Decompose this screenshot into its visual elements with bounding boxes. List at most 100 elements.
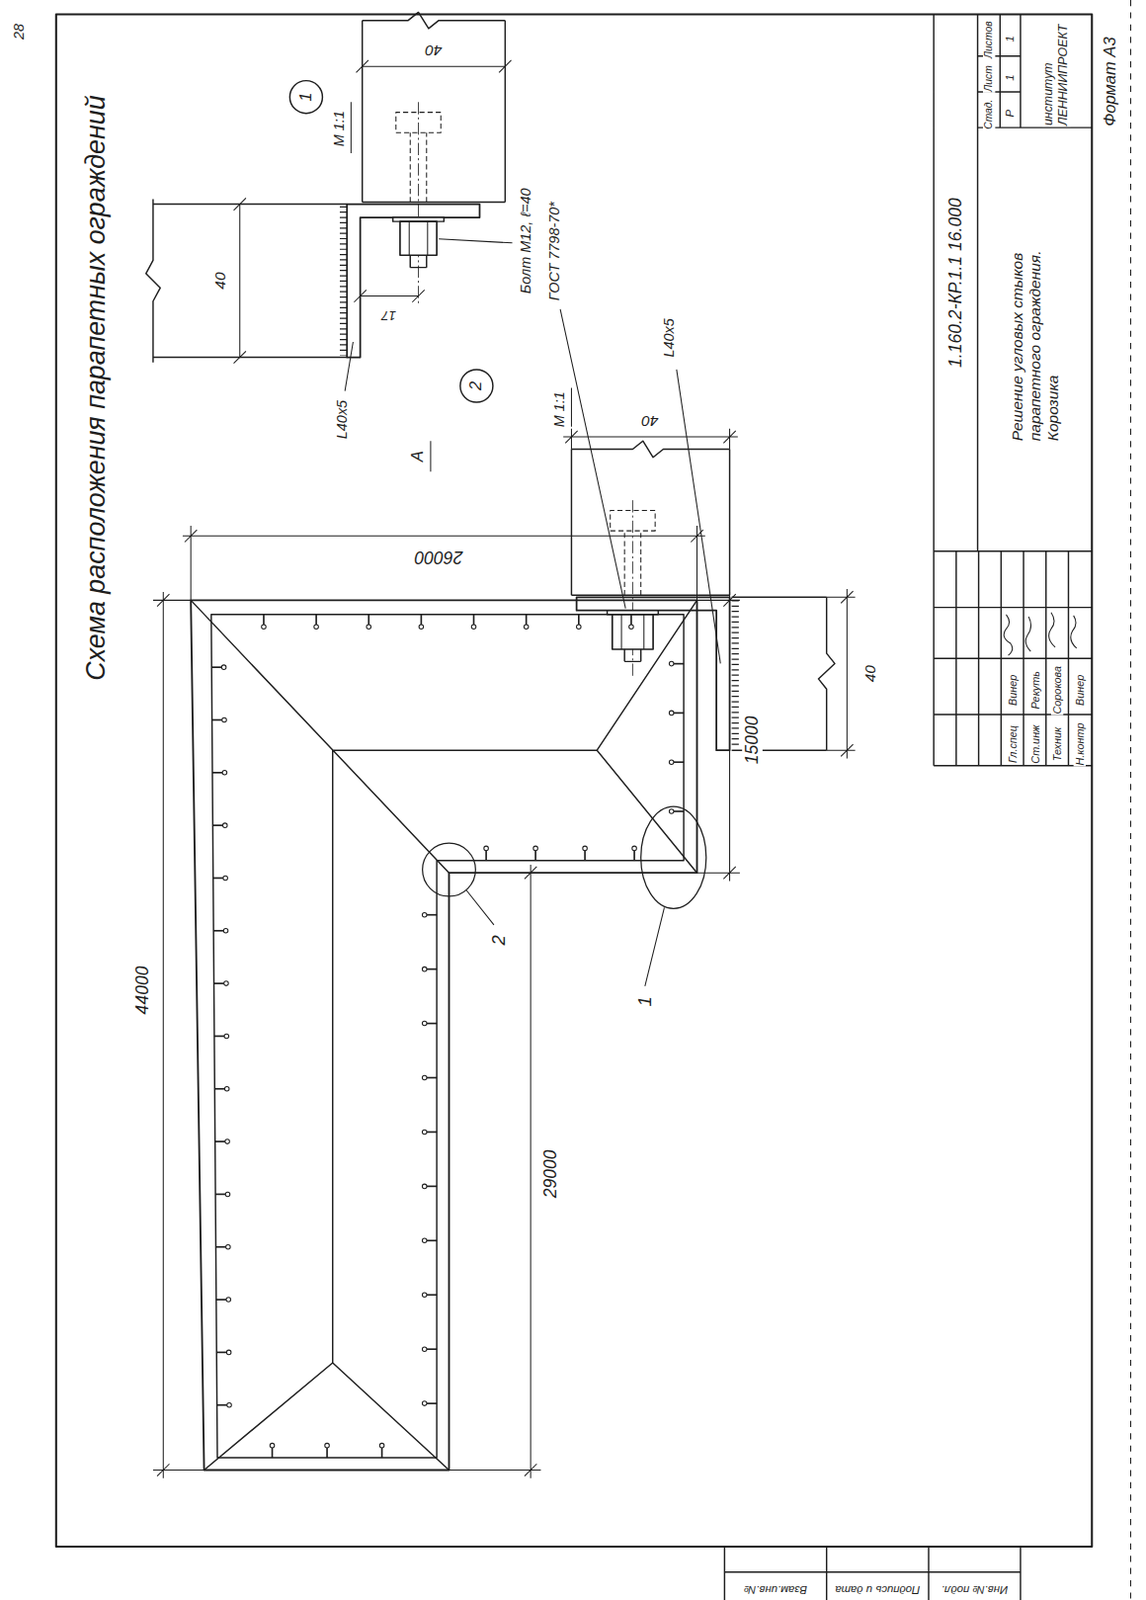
post-stem	[271, 1447, 274, 1458]
dimension: 29000	[541, 1147, 562, 1199]
parapet-post	[632, 845, 638, 861]
view-underline	[429, 440, 431, 472]
post-head	[366, 624, 372, 630]
weld-hatch	[339, 206, 347, 356]
sheet-heading: Схема расположения парапетных ограждений	[81, 93, 113, 681]
drawing-title: Решение угловых стыков парапетного ограж…	[1008, 236, 1062, 443]
post-head	[261, 624, 267, 630]
stamp-value: Р	[1003, 108, 1017, 119]
parapet-post	[576, 614, 582, 630]
post-head	[418, 624, 424, 630]
post-stem	[367, 614, 370, 625]
post-head	[325, 1442, 330, 1448]
detail-callout-ring	[641, 806, 707, 908]
panel-outline	[362, 11, 506, 202]
parapet-post	[215, 1191, 231, 1197]
parapet-line	[211, 614, 684, 1458]
scale-note: М 1:1	[330, 109, 348, 148]
angle-profile	[576, 596, 731, 750]
parapet-post	[668, 759, 684, 765]
parapet-post	[325, 1442, 330, 1458]
post-head	[668, 759, 674, 765]
post-stem	[426, 1131, 437, 1134]
post-head	[533, 845, 539, 851]
parapet-post	[215, 1243, 231, 1249]
parapet-post	[213, 875, 229, 881]
parapet-post	[471, 614, 477, 630]
organization: институт ЛЕННИИПРОЕКТ	[1042, 16, 1071, 128]
post-stem	[420, 614, 423, 625]
parapet-post	[379, 1442, 385, 1458]
parapet-post	[421, 966, 437, 972]
sheet-frame	[56, 13, 1092, 1546]
post-stem	[673, 712, 684, 715]
signature-name: Рекуть	[1028, 669, 1041, 710]
part-mark: L40x5	[659, 317, 677, 358]
trim-line	[1130, 0, 1132, 1600]
post-stem	[534, 849, 537, 860]
nut-faces	[409, 221, 428, 255]
post-head	[484, 845, 490, 851]
post-stem	[673, 760, 684, 763]
callout-number: 2	[488, 933, 509, 946]
post-stem	[212, 823, 223, 826]
signature-role: Гл.спец	[1005, 724, 1018, 764]
parapet-post	[214, 981, 230, 986]
parapet-post	[629, 614, 635, 630]
post-head	[421, 1183, 427, 1189]
post-head	[421, 1074, 427, 1080]
post-head	[668, 809, 674, 815]
post-stem	[673, 810, 684, 813]
dimension: 40	[210, 270, 229, 290]
parapet-post	[216, 1349, 232, 1355]
post-head	[225, 1139, 231, 1145]
post-stem	[426, 1076, 437, 1079]
post-head	[629, 624, 635, 630]
signature-scribble	[1003, 612, 1077, 655]
dimension-lines	[234, 60, 512, 364]
post-head	[222, 717, 228, 723]
axis-line	[417, 101, 419, 305]
parapet-post	[533, 845, 539, 861]
post-head	[421, 1400, 427, 1406]
post-stem	[216, 1298, 227, 1301]
parapet-post	[418, 614, 424, 630]
post-stem	[426, 913, 437, 916]
scale-note: М 1:1	[551, 390, 569, 428]
post-head	[523, 624, 529, 630]
parapet-post	[421, 1183, 437, 1189]
parapet-post	[215, 1139, 231, 1145]
dimension: 40	[640, 412, 659, 431]
signature-role: Н.контр	[1073, 722, 1086, 767]
bolt-note: Болт М12, ℓ=40	[517, 186, 535, 295]
parapet-post	[484, 845, 490, 861]
post-head	[471, 624, 477, 630]
post-stem	[213, 877, 224, 880]
parapet-post	[421, 1074, 437, 1080]
post-stem	[426, 1293, 437, 1296]
post-stem	[213, 929, 224, 932]
signature-name: Винер	[1005, 673, 1018, 707]
post-stem	[426, 968, 437, 971]
post-stem	[381, 1447, 384, 1458]
nut-faces	[621, 614, 645, 650]
panel-outline	[571, 440, 730, 595]
post-stem	[426, 1022, 437, 1025]
weld-hatch	[732, 599, 739, 747]
detail-number: 1	[296, 90, 316, 102]
post-stem	[426, 1185, 437, 1188]
leader-line	[344, 239, 626, 609]
parapet-post	[211, 664, 227, 670]
post-stem	[630, 614, 633, 625]
post-head	[224, 981, 230, 986]
dimension: 26000	[413, 546, 465, 567]
parapet-post	[421, 1020, 437, 1026]
parapet-post	[214, 1033, 230, 1039]
parapet-post	[212, 770, 228, 776]
post-head	[222, 770, 228, 776]
stamp-header: Листов	[982, 19, 995, 60]
panel-outline	[146, 198, 347, 362]
post-stem	[215, 1245, 226, 1248]
parapet-post	[421, 1346, 437, 1352]
post-head	[421, 1346, 427, 1352]
